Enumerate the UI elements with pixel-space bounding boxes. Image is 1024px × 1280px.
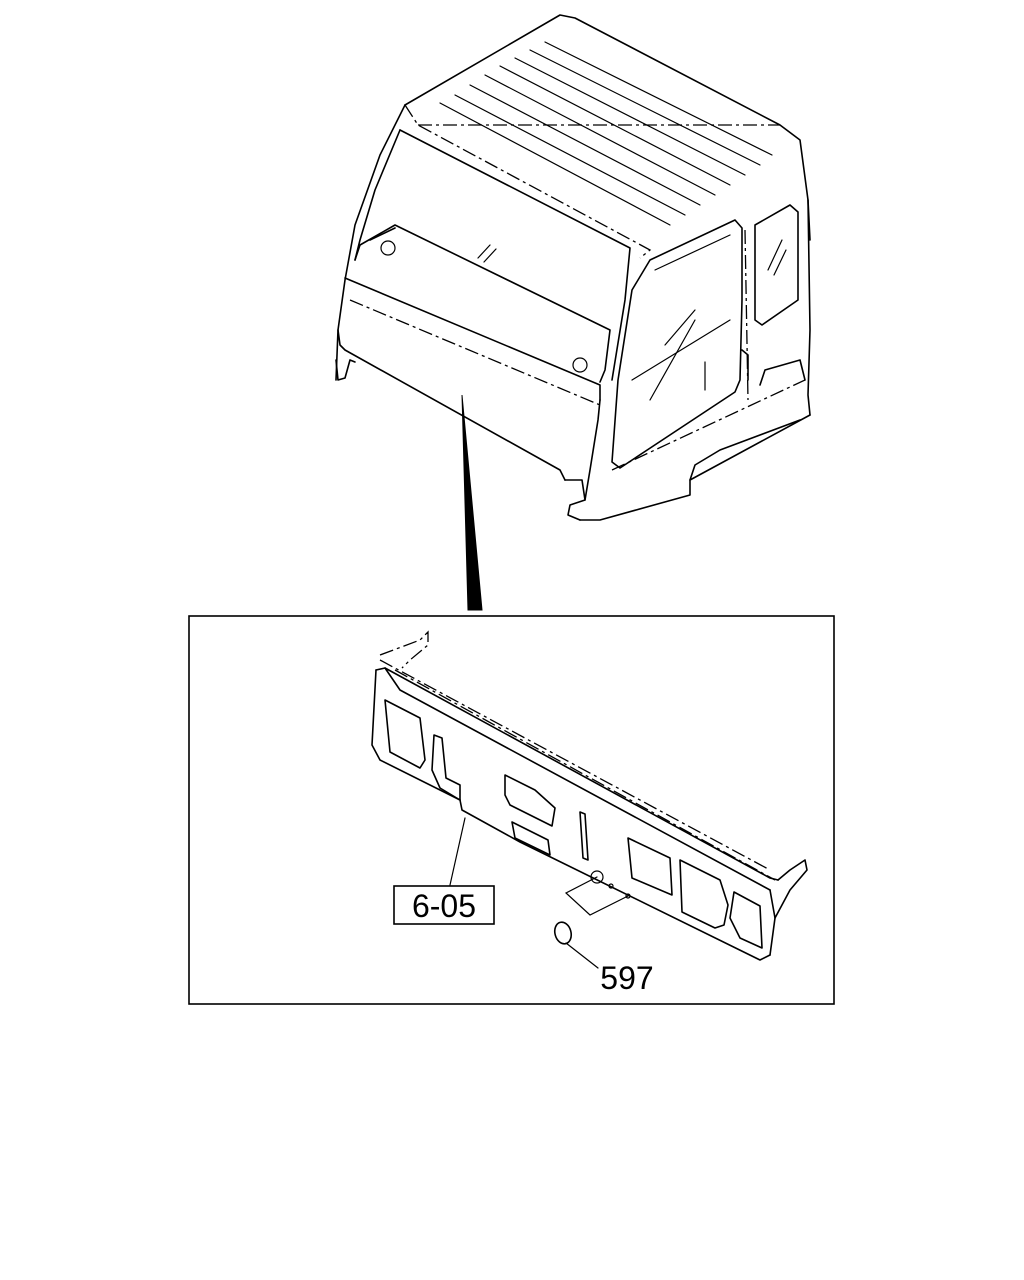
truck-cab-drawing <box>335 14 811 611</box>
callout-panel-label: 6-05 <box>412 888 476 924</box>
callout-panel: 6-05 <box>393 817 495 925</box>
callout-plug-label: 597 <box>600 960 653 996</box>
callout-plug: 597 <box>565 942 654 996</box>
callout-panel-box <box>393 885 495 925</box>
dash-panel-drawing <box>371 630 808 961</box>
detail-frame <box>188 615 835 1005</box>
